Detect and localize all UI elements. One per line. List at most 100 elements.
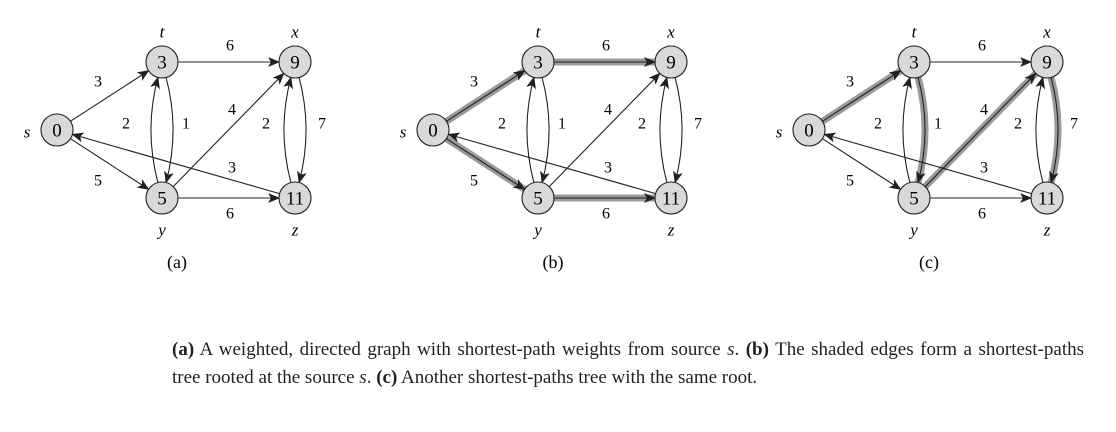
- edge-weight-t-x: 6: [226, 38, 234, 55]
- edge-t-y: [540, 77, 550, 184]
- edge-z-x: [283, 76, 293, 183]
- panel-label: (b): [543, 252, 564, 273]
- edge-weight-t-y: 2: [874, 116, 882, 133]
- edge-s-y: [446, 138, 526, 190]
- edge-weight-y-x: 4: [980, 102, 988, 119]
- vertex-name-s: s: [24, 123, 31, 142]
- vertex-name-t: t: [912, 23, 918, 42]
- vertex-y: [521, 181, 555, 215]
- vertex-t: [145, 45, 179, 79]
- vertex-name-t: t: [160, 23, 166, 42]
- vertex-s: [40, 113, 74, 147]
- vertex-name-z: z: [667, 221, 675, 240]
- edge-s-y: [822, 138, 902, 190]
- edge-weight-z-x: 7: [694, 116, 702, 133]
- edge-weight-t-x: 6: [602, 38, 610, 55]
- edge-s-t: [822, 70, 902, 122]
- caption-b-label: (b): [745, 339, 769, 360]
- edge-weight-s-y: 5: [846, 173, 854, 190]
- vertex-distance-t: 3: [533, 53, 543, 74]
- caption-b-text: The shaded edges form a shortest-paths t…: [172, 339, 1085, 388]
- vertex-s: [792, 113, 826, 147]
- vertex-name-x: x: [1042, 23, 1051, 42]
- edge-y-x: [548, 72, 661, 187]
- caption-c-text: Another shortest-paths tree with the sam…: [397, 367, 758, 388]
- vertex-z: [654, 181, 688, 215]
- vertex-x: [1030, 45, 1064, 79]
- vertex-y: [145, 181, 179, 215]
- edge-y-t: [902, 76, 912, 183]
- edge-t-y: [164, 77, 174, 184]
- edge-y-t: [150, 76, 160, 183]
- edge-weight-z-s: 3: [604, 160, 612, 177]
- vertex-name-s: s: [400, 123, 407, 142]
- edge-z-s: [447, 132, 656, 195]
- edge-z-x: [1035, 76, 1045, 183]
- edge-weight-x-z: 2: [638, 116, 646, 133]
- caption-period-2: .: [366, 367, 372, 388]
- panel-label: (a): [167, 252, 187, 273]
- panel-label: (c): [919, 252, 939, 273]
- vertex-z: [278, 181, 312, 215]
- edge-weight-y-t: 1: [934, 116, 942, 133]
- vertex-distance-t: 3: [157, 53, 167, 74]
- vertex-distance-x: 9: [290, 53, 300, 74]
- vertex-distance-t: 3: [909, 53, 919, 74]
- edge-z-s: [823, 132, 1032, 195]
- edge-weight-s-y: 5: [470, 173, 478, 190]
- vertex-distance-z: 11: [662, 189, 680, 210]
- vertex-name-t: t: [536, 23, 542, 42]
- edge-z-x: [659, 76, 669, 183]
- edge-weight-x-z: 2: [1014, 116, 1022, 133]
- edge-weight-x-z: 2: [262, 116, 270, 133]
- vertex-x: [278, 45, 312, 79]
- caption-period: .: [734, 339, 740, 360]
- edge-weight-y-z: 6: [978, 206, 986, 223]
- edge-weight-y-z: 6: [226, 206, 234, 223]
- edge-s-t: [446, 70, 526, 122]
- vertex-distance-y: 5: [157, 189, 167, 210]
- edge-weight-y-t: 1: [182, 116, 190, 133]
- vertex-name-y: y: [532, 221, 542, 240]
- caption-a-label: (a): [172, 339, 195, 360]
- edge-weight-s-t: 3: [470, 74, 478, 91]
- vertex-y: [897, 181, 931, 215]
- vertex-z: [1030, 181, 1064, 215]
- vertex-distance-z: 11: [286, 189, 304, 210]
- edge-s-y: [70, 138, 150, 190]
- vertex-distance-z: 11: [1038, 189, 1056, 210]
- edge-z-s: [71, 132, 280, 195]
- edge-s-t: [70, 70, 150, 122]
- edge-weight-y-x: 4: [604, 102, 612, 119]
- vertex-t: [521, 45, 555, 79]
- vertex-name-y: y: [156, 221, 166, 240]
- edge-weight-z-s: 3: [228, 160, 236, 177]
- edge-x-z: [297, 77, 307, 184]
- vertex-name-z: z: [291, 221, 299, 240]
- vertex-distance-y: 5: [909, 189, 919, 210]
- vertex-name-z: z: [1043, 221, 1051, 240]
- edge-weight-z-s: 3: [980, 160, 988, 177]
- caption-source-var: s: [727, 339, 735, 360]
- caption-source-var-2: s: [359, 367, 367, 388]
- vertex-s: [416, 113, 450, 147]
- figure-caption: (a) A weighted, directed graph with shor…: [172, 336, 1084, 392]
- edge-weight-t-y: 2: [122, 116, 130, 133]
- vertex-distance-s: 0: [428, 121, 438, 142]
- vertex-t: [897, 45, 931, 79]
- edge-weight-t-x: 6: [978, 38, 986, 55]
- vertex-distance-x: 9: [1042, 53, 1052, 74]
- edge-y-x: [172, 72, 285, 187]
- caption-a-text: A weighted, directed graph with shortest…: [194, 339, 728, 360]
- caption-c-label: (c): [376, 367, 398, 388]
- vertex-distance-s: 0: [52, 121, 62, 142]
- edge-weight-s-t: 3: [846, 74, 854, 91]
- edge-weight-z-x: 7: [318, 116, 326, 133]
- edge-weight-y-z: 6: [602, 206, 610, 223]
- vertex-x: [654, 45, 688, 79]
- edge-weight-y-x: 4: [228, 102, 236, 119]
